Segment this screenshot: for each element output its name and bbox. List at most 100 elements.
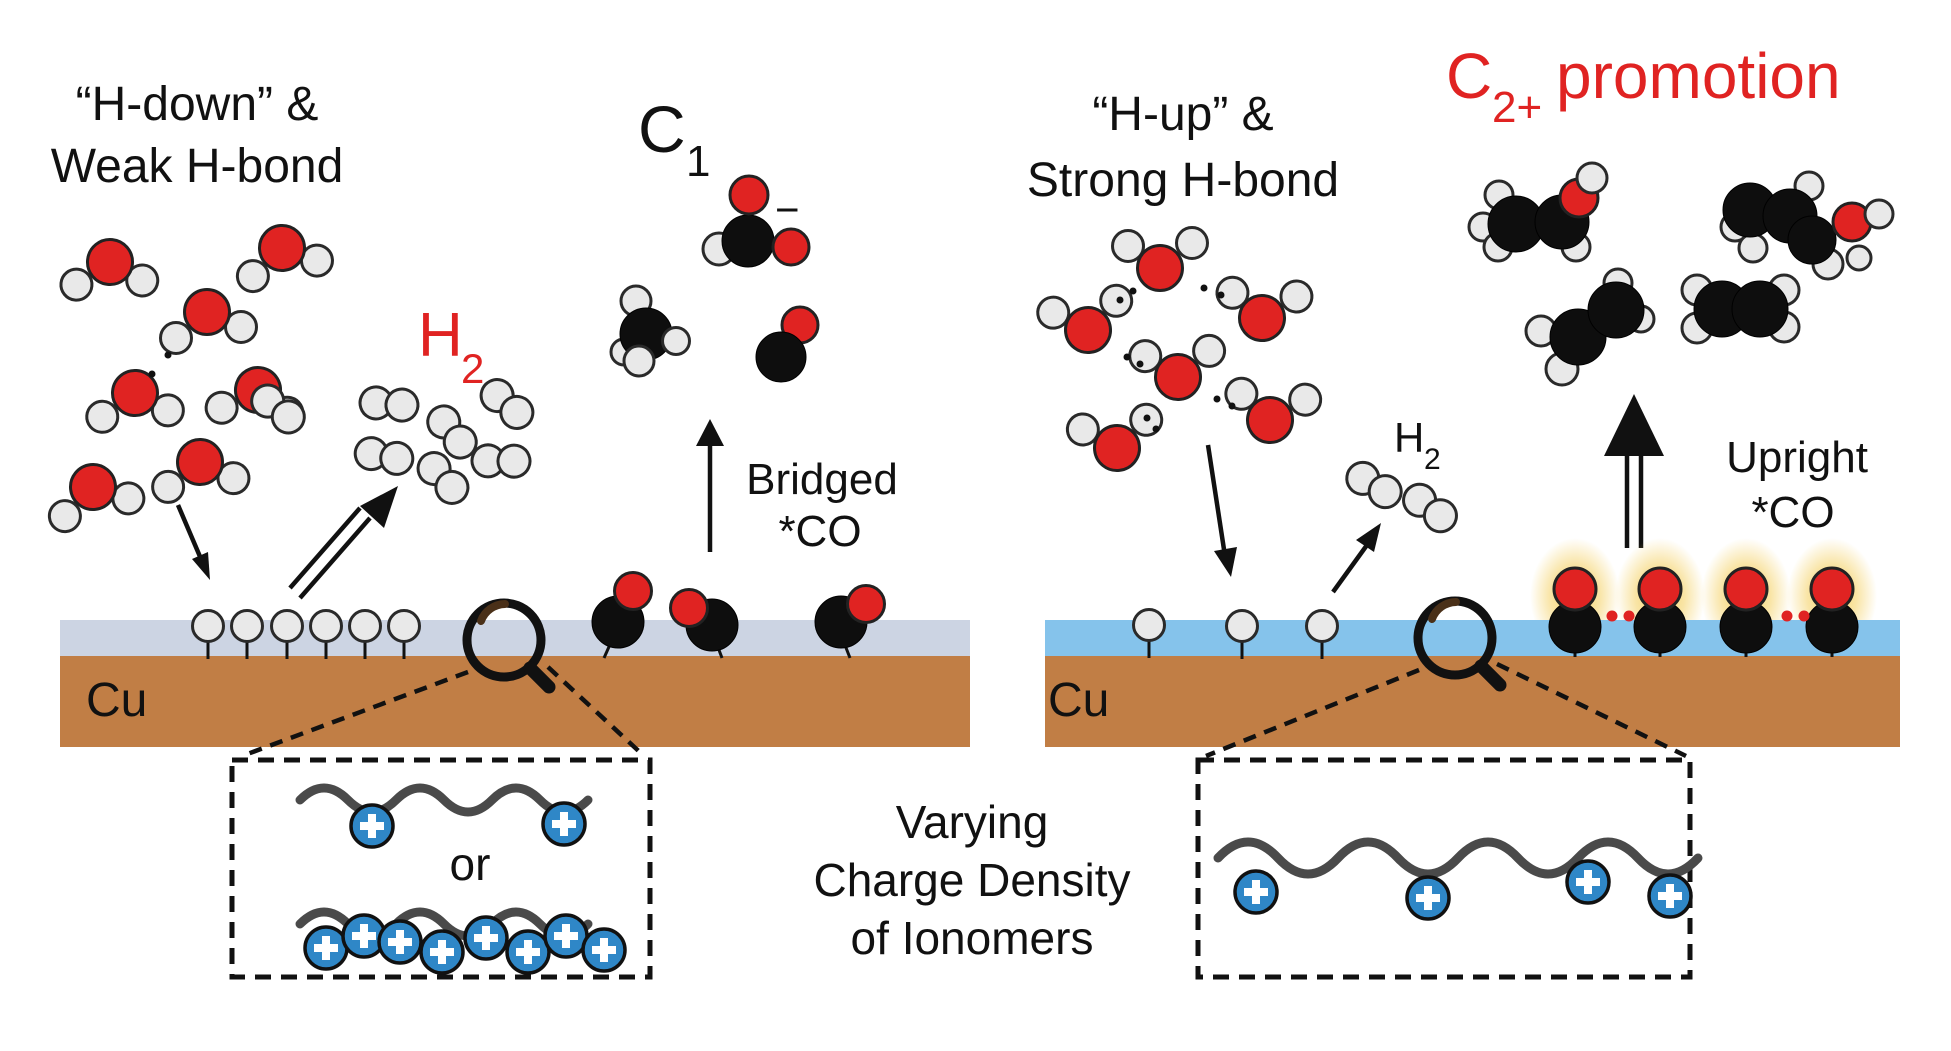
promotion-label-subscript: 2+ — [1492, 83, 1542, 132]
positive-charge-icon — [1567, 861, 1609, 903]
right-magnifier-icon — [1413, 596, 1507, 692]
positive-charge-icon — [543, 803, 585, 845]
coupling-dot — [1798, 610, 1810, 622]
h-bond-dot — [1116, 296, 1124, 304]
caption-line1: Varying — [896, 796, 1049, 848]
right-cu-label: Cu — [1048, 674, 1109, 727]
left-title-line1: “H-down” & — [76, 78, 319, 131]
right-h2-label-subscript: 2 — [1424, 443, 1441, 476]
promotion-label-text: promotion — [1556, 40, 1841, 112]
water-molecule — [57, 233, 164, 310]
coupling-dot — [1606, 610, 1618, 622]
bridged-co-label-line1: Bridged — [746, 455, 898, 504]
formate-molecule: − — [701, 174, 811, 268]
coupling-dot — [1781, 610, 1793, 622]
left-water-cluster — [42, 220, 336, 535]
left-inset-connector — [241, 669, 469, 759]
left-h2-cluster — [244, 373, 542, 511]
right-title-line2: Strong H-bond — [1027, 154, 1339, 207]
h2-label-subscript: 2 — [461, 345, 484, 392]
upright-co — [1547, 566, 1603, 659]
upright-co — [1804, 566, 1860, 659]
water-molecule — [150, 436, 252, 507]
c1-label: C — [638, 92, 686, 166]
h2-molecule — [1396, 479, 1464, 537]
water-molecule — [159, 288, 258, 355]
right-title-line1: “H-up” & — [1092, 88, 1273, 141]
water-to-surface-arrow — [175, 504, 210, 580]
promotion-label-symbol: C — [1446, 40, 1492, 112]
bridged-co-adsorbates — [591, 571, 886, 659]
left-magnifier-icon — [462, 598, 556, 694]
h-bond-dot — [1213, 395, 1221, 403]
positive-charge-icon — [1649, 875, 1691, 917]
water-molecule — [232, 220, 336, 295]
h-bond-dot — [1136, 360, 1144, 368]
caption-line2: Charge Density — [813, 854, 1130, 906]
h2-molecule — [354, 373, 424, 435]
formate-charge: − — [775, 186, 800, 233]
positive-charge-icon — [1235, 871, 1277, 913]
h-bond-dot — [1129, 287, 1137, 295]
left-cu-label: Cu — [86, 674, 147, 727]
h2-evolution-double-arrow — [288, 486, 398, 600]
ethylene-molecule — [1680, 273, 1801, 345]
water-molecule — [1210, 271, 1315, 347]
h-bond-dot — [1123, 353, 1131, 361]
ionomer-chain-even-density — [1213, 837, 1703, 879]
bridged-co-arrow — [696, 419, 724, 552]
upright-co — [1718, 566, 1774, 659]
right-ionomer-inset — [1195, 757, 1703, 980]
left-cu-electrode — [60, 656, 970, 747]
positive-charge-icon — [421, 931, 463, 973]
water-molecule — [1127, 333, 1228, 403]
left-ionomer-inset: or — [229, 757, 653, 980]
h-bond-dot — [1228, 402, 1236, 410]
water-molecule — [42, 457, 149, 535]
propanol-molecule — [1719, 170, 1895, 281]
bridged-co-label-line2: *CO — [778, 507, 861, 556]
left-panel: “H-down” & Weak H-bond — [42, 78, 970, 980]
right-inset-connector — [1205, 667, 1420, 759]
h2-molecule — [244, 379, 312, 439]
water-molecule — [84, 365, 188, 440]
coupling-dot — [1623, 610, 1635, 622]
water-down-arrow — [1205, 444, 1237, 577]
positive-charge-icon — [583, 929, 625, 971]
h-bond-dot — [1152, 425, 1160, 433]
bridged-co — [814, 584, 886, 659]
h-bond-dot — [1217, 291, 1225, 299]
co-molecule — [755, 305, 820, 383]
right-h2-cluster — [1341, 458, 1464, 537]
c2-double-arrow — [1604, 394, 1664, 548]
positive-charge-icon — [545, 915, 587, 957]
positive-charge-icon — [1407, 877, 1449, 919]
positive-charge-icon — [507, 931, 549, 973]
or-label: or — [450, 838, 491, 890]
upright-co-label-line1: Upright — [1726, 433, 1868, 482]
upright-co-label-line2: *CO — [1751, 488, 1834, 537]
h-bond-dot — [164, 351, 172, 359]
water-molecule — [1111, 226, 1209, 292]
h2-up-arrow — [1331, 523, 1381, 594]
h-bond-dot — [148, 370, 156, 378]
c1-label-subscript: 1 — [686, 137, 710, 186]
water-molecule — [1064, 401, 1169, 477]
ethane-molecule — [1524, 267, 1656, 387]
positive-charge-icon — [351, 805, 393, 847]
left-title-line2: Weak H-bond — [51, 140, 344, 193]
caption-line3: of Ionomers — [851, 912, 1094, 964]
ethanol-molecule — [1467, 161, 1609, 263]
positive-charge-icon — [305, 927, 347, 969]
h2-molecule — [350, 428, 418, 484]
h-bond-dot — [1143, 414, 1151, 422]
right-panel: “H-up” & Strong H-bond C 2+ promotion — [1027, 40, 1900, 980]
upright-co — [1632, 566, 1688, 659]
right-h2-label: H — [1394, 414, 1424, 461]
caption: Varying Charge Density of Ionomers — [813, 796, 1130, 964]
methane-molecule — [609, 284, 691, 378]
water-molecule — [1218, 371, 1325, 451]
water-molecule — [1033, 281, 1140, 361]
